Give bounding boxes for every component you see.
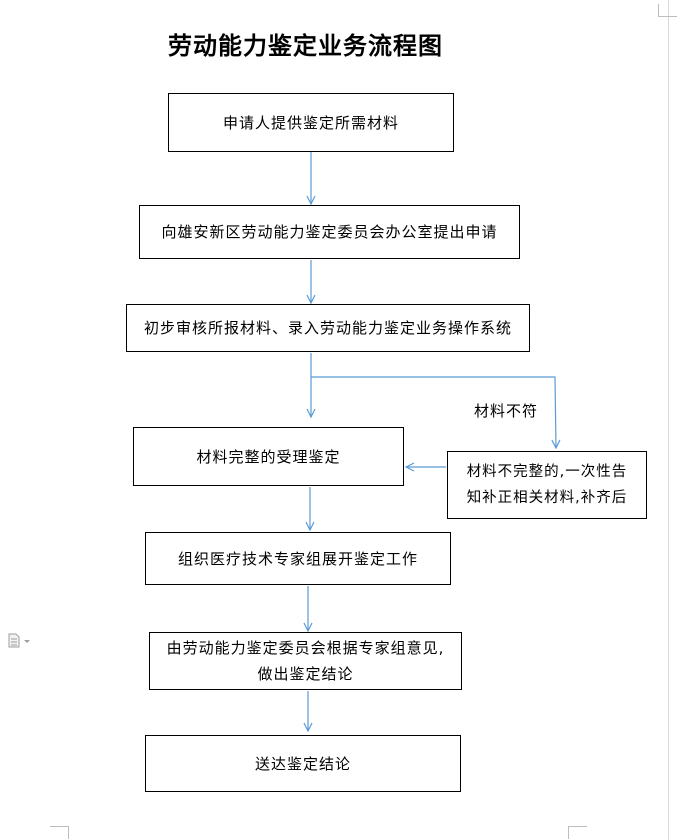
step-label: 申请人提供鉴定所需材料 bbox=[222, 113, 399, 132]
page-corner-mark bbox=[50, 826, 69, 839]
side-box-label: 材料不完整的,一次性告 知补正相关材料,补齐后 bbox=[466, 464, 628, 506]
step-preliminary-review: 初步审核所报材料、录入劳动能力鉴定业务操作系统 bbox=[126, 304, 530, 352]
step-provide-materials: 申请人提供鉴定所需材料 bbox=[168, 93, 454, 152]
step-label: 初步审核所报材料、录入劳动能力鉴定业务操作系统 bbox=[143, 319, 512, 337]
chevron-down-icon bbox=[24, 640, 30, 643]
step-submit-application: 向雄安新区劳动能力鉴定委员会办公室提出申请 bbox=[139, 205, 520, 259]
page-corner-mark bbox=[658, 4, 677, 17]
side-box-incomplete-materials: 材料不完整的,一次性告 知补正相关材料,补齐后 bbox=[447, 451, 647, 519]
step-label: 由劳动能力鉴定委员会根据专家组意见, 做出鉴定结论 bbox=[166, 639, 445, 683]
diagram-title: 劳动能力鉴定业务流程图 bbox=[168, 32, 443, 60]
step-label: 向雄安新区劳动能力鉴定委员会办公室提出申请 bbox=[161, 223, 498, 241]
document-icon[interactable] bbox=[8, 633, 34, 649]
step-deliver-conclusion: 送达鉴定结论 bbox=[145, 735, 461, 792]
step-label: 送达鉴定结论 bbox=[254, 754, 351, 773]
page-edge bbox=[668, 0, 669, 840]
arrow-branch-incomplete bbox=[311, 376, 556, 448]
step-label: 组织医疗技术专家组展开鉴定工作 bbox=[177, 549, 418, 568]
step-expert-group: 组织医疗技术专家组展开鉴定工作 bbox=[145, 532, 451, 585]
branch-condition-label: 材料不符 bbox=[474, 402, 539, 420]
step-accept-appraisal: 材料完整的受理鉴定 bbox=[133, 427, 404, 486]
page-corner-mark bbox=[568, 826, 587, 839]
step-label: 材料完整的受理鉴定 bbox=[196, 447, 341, 466]
step-make-conclusion: 由劳动能力鉴定委员会根据专家组意见, 做出鉴定结论 bbox=[149, 632, 462, 690]
